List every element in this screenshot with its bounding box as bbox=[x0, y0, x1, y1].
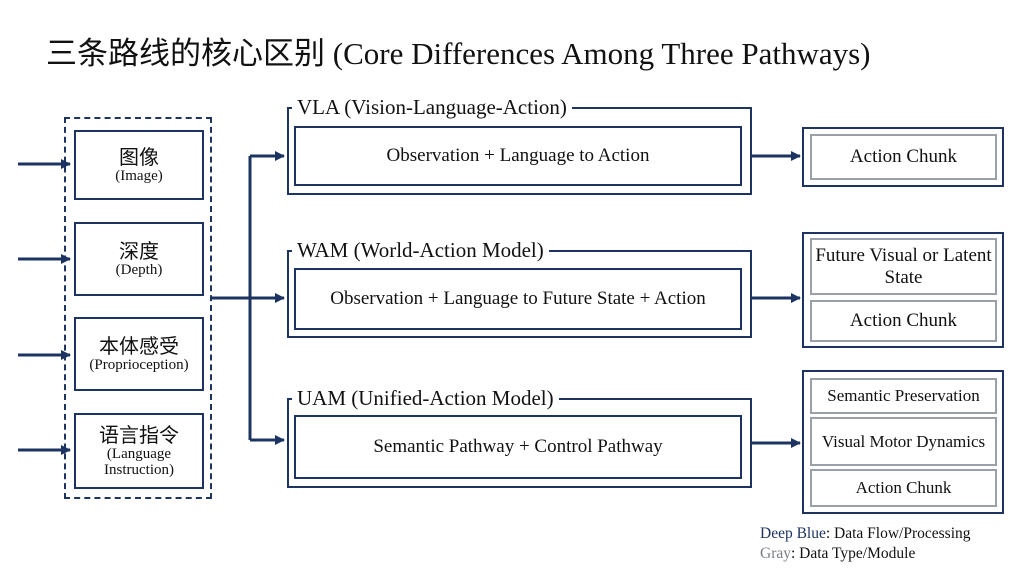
legend: Deep Blue: Data Flow/Processing Gray: Da… bbox=[760, 524, 971, 564]
uam-output-visual-motor-dynamics: Visual Motor Dynamics bbox=[810, 417, 997, 466]
input-image-zh: 图像 bbox=[119, 144, 159, 169]
wam-pathway-description: Observation + Language to Future State +… bbox=[294, 268, 742, 330]
vla-pathway-description: Observation + Language to Action bbox=[294, 126, 742, 186]
legend-blue-term: Deep Blue bbox=[760, 525, 826, 542]
wam-output-future-state: Future Visual or Latent State bbox=[810, 238, 997, 295]
input-proprioception-box: 本体感受 (Proprioception) bbox=[74, 317, 204, 391]
uam-pathway-description: Semantic Pathway + Control Pathway bbox=[294, 415, 742, 479]
input-proprioception-en: (Proprioception) bbox=[89, 356, 189, 373]
input-depth-en: (Depth) bbox=[115, 261, 163, 278]
legend-gray-row: Gray: Data Type/Module bbox=[760, 544, 971, 564]
input-group bbox=[64, 117, 212, 499]
uam-output-semantic-preservation: Semantic Preservation bbox=[810, 378, 997, 414]
vla-output-action-chunk: Action Chunk bbox=[810, 134, 997, 180]
legend-gray-term: Gray bbox=[760, 545, 791, 562]
input-depth-zh: 深度 bbox=[119, 238, 159, 263]
wam-pathway-label: WAM (World-Action Model) bbox=[292, 238, 549, 262]
input-language-box: 语言指令 (Language Instruction) bbox=[74, 413, 204, 489]
input-image-en: (Image) bbox=[115, 167, 163, 184]
legend-blue-text: : Data Flow/Processing bbox=[825, 525, 971, 542]
uam-pathway-label: UAM (Unified-Action Model) bbox=[292, 386, 559, 410]
legend-blue-row: Deep Blue: Data Flow/Processing bbox=[760, 524, 971, 544]
input-depth-box: 深度 (Depth) bbox=[74, 222, 204, 296]
legend-gray-text: : Data Type/Module bbox=[791, 545, 916, 562]
input-proprioception-zh: 本体感受 bbox=[99, 333, 179, 358]
input-language-en: (Language Instruction) bbox=[104, 445, 174, 479]
page-title: 三条路线的核心区别 (Core Differences Among Three … bbox=[46, 36, 871, 71]
input-image-box: 图像 (Image) bbox=[74, 130, 204, 200]
wam-output-action-chunk: Action Chunk bbox=[810, 300, 997, 342]
input-language-zh: 语言指令 bbox=[99, 422, 179, 447]
uam-output-action-chunk: Action Chunk bbox=[810, 469, 997, 507]
vla-pathway-label: VLA (Vision-Language-Action) bbox=[292, 95, 572, 119]
